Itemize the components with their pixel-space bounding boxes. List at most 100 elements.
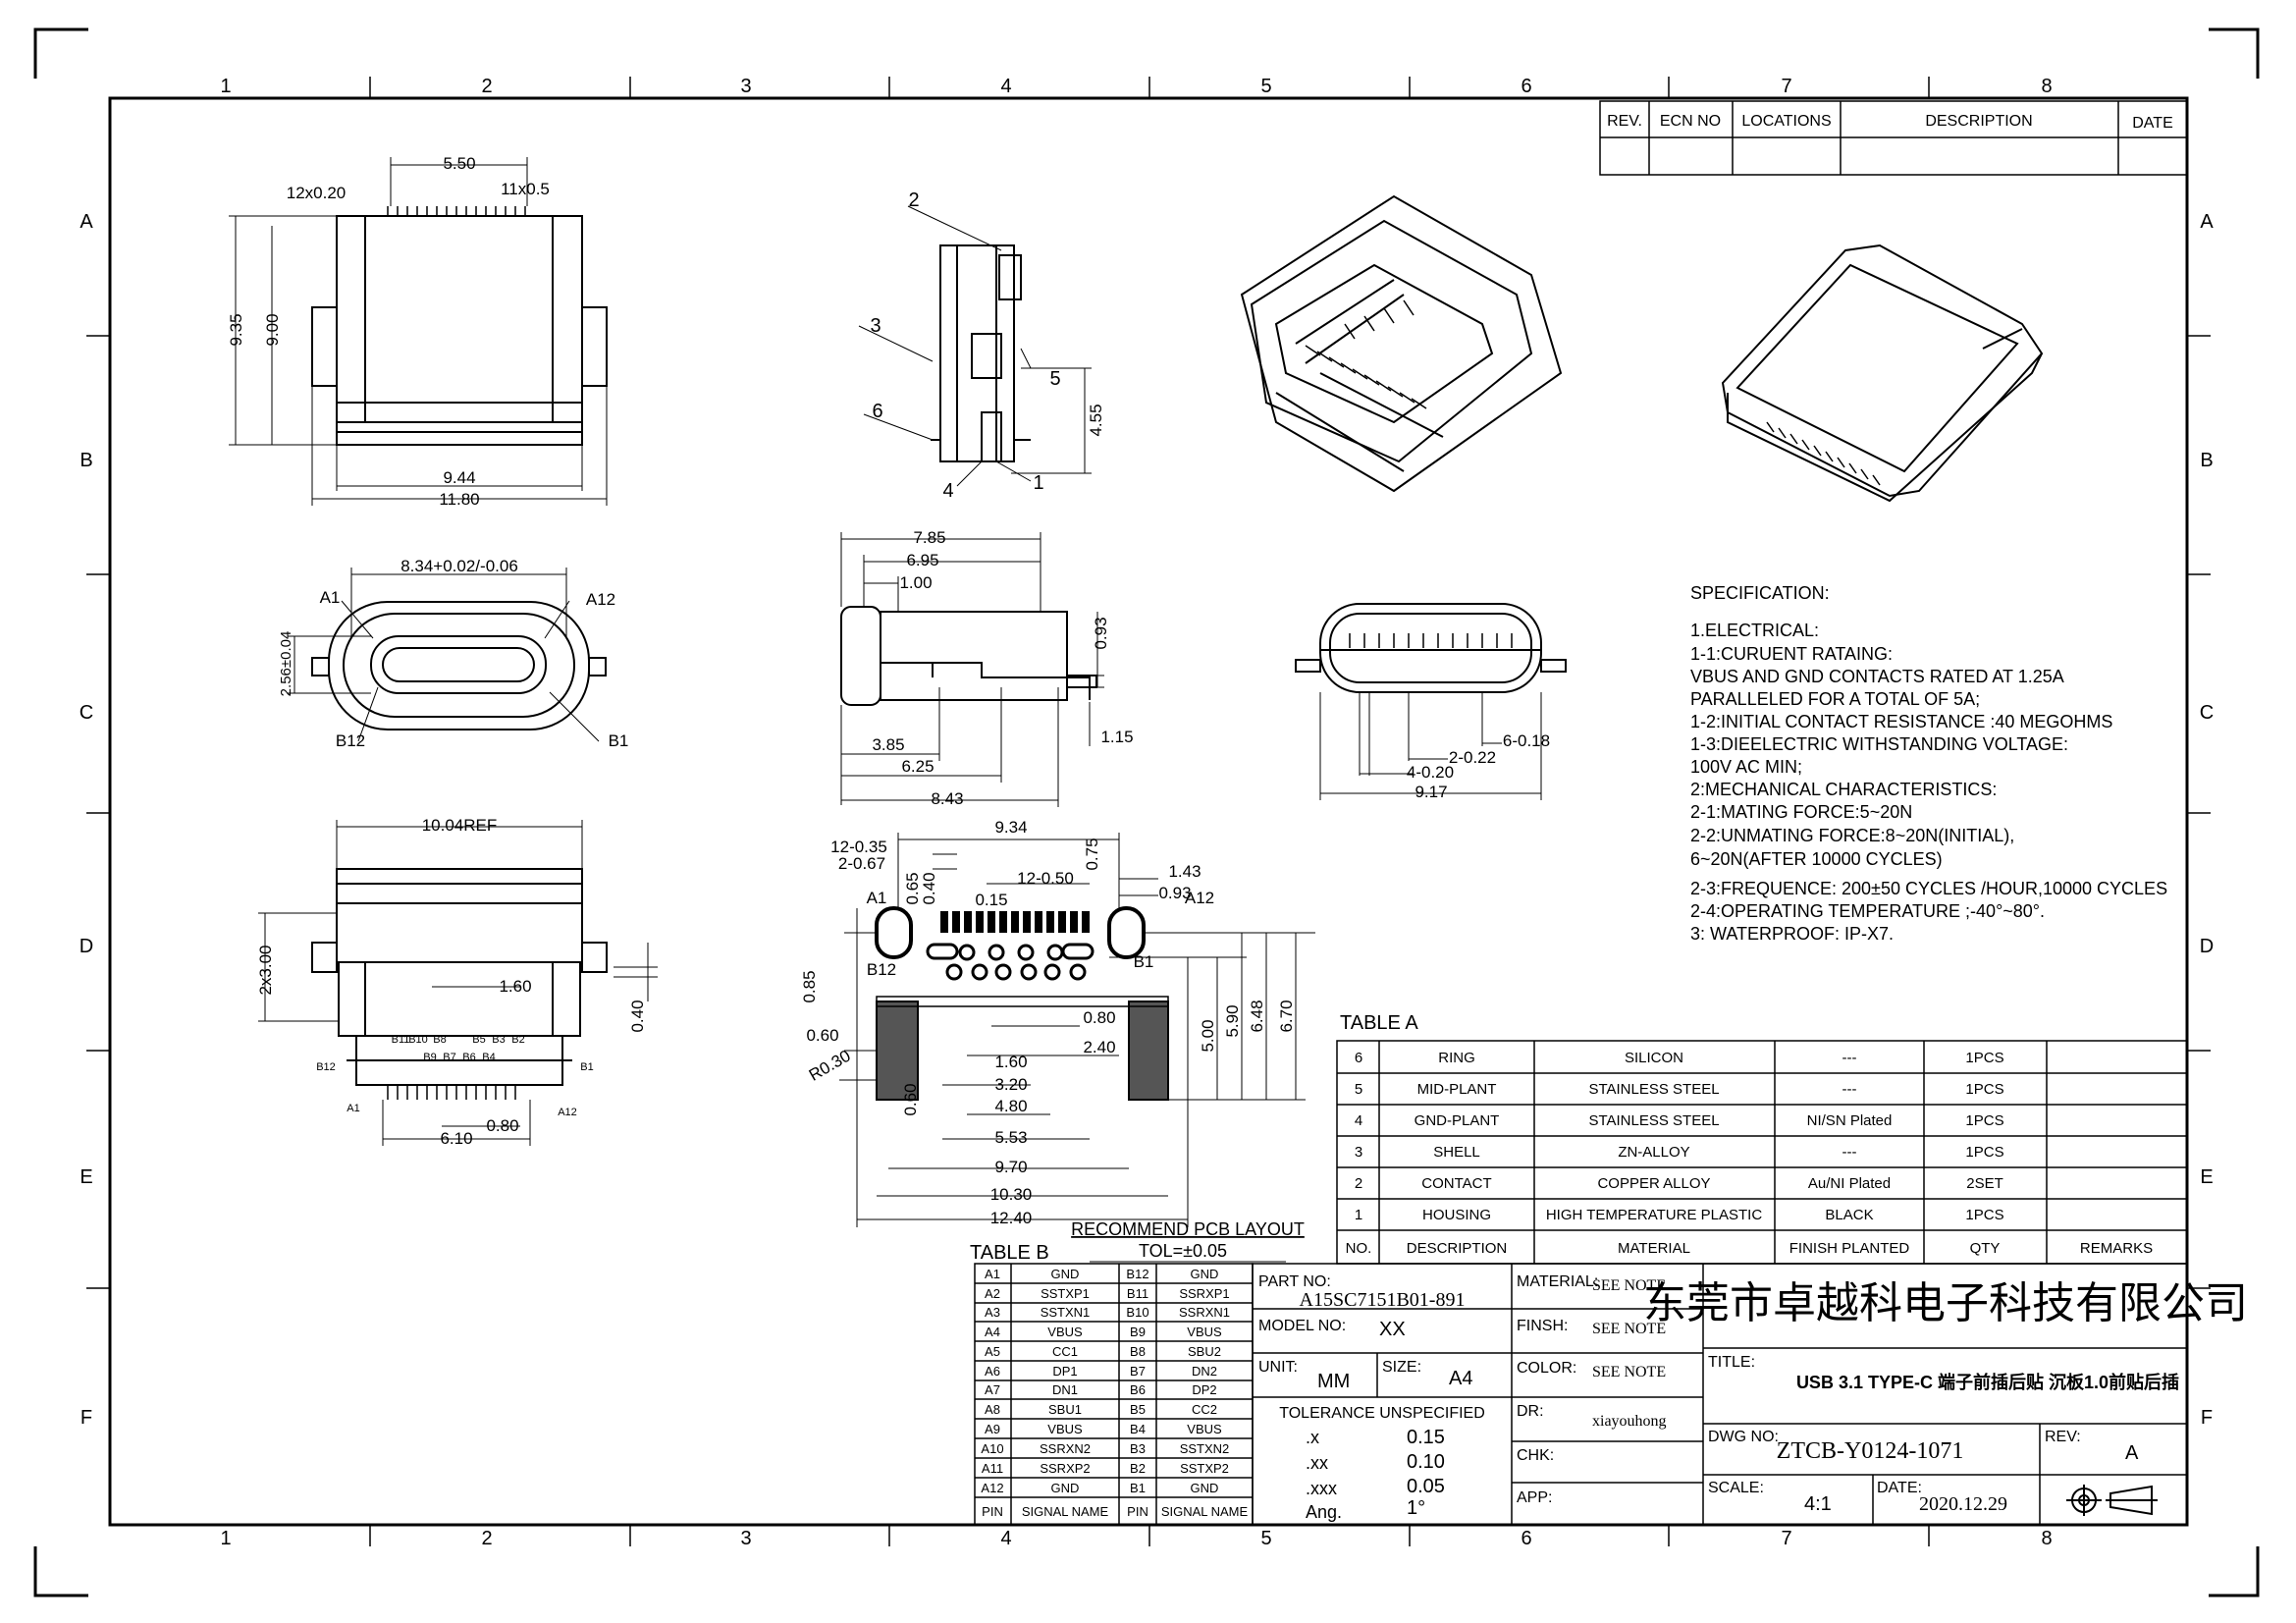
dim-label: 0.60 (901, 1083, 920, 1115)
side-view (858, 205, 1092, 487)
drawing-title: USB 3.1 TYPE-C 端子前插后贴 沉板1.0前贴后插 (1796, 1372, 2179, 1392)
table-b-cell: SSRXP1 (1179, 1286, 1229, 1301)
pcb-layout-dims: 9.34 12-0.35 2-0.67 0.65 0.40 0.15 12-0.… (800, 818, 1305, 1261)
dim-label: 5.50 (443, 154, 475, 173)
callout-4: 4 (942, 480, 953, 502)
col-label: 1 (220, 1528, 231, 1549)
row-label: B (2200, 450, 2213, 471)
col-label: 6 (1521, 76, 1531, 97)
pin-label: A12 (586, 590, 615, 609)
table-b-cell: GND (1051, 1267, 1080, 1281)
part-no-label: PART NO: (1258, 1273, 1331, 1290)
dim-label: 2-0.67 (838, 854, 885, 873)
col-label: 7 (1781, 76, 1791, 97)
dim-label: 0.75 (1083, 838, 1101, 870)
col-label: 3 (740, 1528, 751, 1549)
table-a-cell: 1PCS (1965, 1112, 2003, 1129)
table-a-cell: --- (1842, 1081, 1857, 1098)
spec-line: 2-1:MATING FORCE:5~20N (1690, 802, 1912, 822)
dim-label: 5.00 (1199, 1019, 1217, 1052)
col-label: 7 (1781, 1528, 1791, 1549)
ecn-header: ECN NO (1660, 113, 1721, 130)
table-b-cell: A1 (985, 1267, 1000, 1281)
end-view (1295, 603, 1567, 800)
table-a-cell: 1PCS (1965, 1050, 2003, 1066)
pin-label: A1 (867, 889, 887, 907)
row-label: A (80, 211, 93, 233)
table-b-header: PIN (1127, 1504, 1148, 1519)
dim-label: 11.80 (439, 490, 479, 509)
table-b-cell: B9 (1130, 1325, 1146, 1339)
table-b-cell: SBU2 (1188, 1344, 1221, 1359)
dim-label: 6.70 (1277, 1000, 1296, 1032)
dim-label: 6.48 (1248, 1000, 1266, 1032)
bottom-view-pins: B11 B10 B8 B5 B3 B2 B9 B7 B6 B4 B12 B1 A… (316, 1034, 594, 1118)
spec-line: 2:MECHANICAL CHARACTERISTICS: (1690, 780, 1997, 799)
locations-header: LOCATIONS (1741, 113, 1831, 130)
pin-label: B2 (511, 1034, 524, 1046)
title-block-grid (1252, 1263, 2188, 1526)
profile-view (840, 532, 1104, 807)
table-b-cell: VBUS (1187, 1422, 1222, 1436)
spec-line: 1-2:INITIAL CONTACT RESISTANCE :40 MEGOH… (1690, 712, 2112, 731)
row-label: C (2200, 702, 2214, 724)
dim-label: 1.00 (899, 573, 932, 592)
dim-label: 10.30 (990, 1185, 1033, 1204)
grid-row-labels: A B C D E F A B C D E F (80, 211, 2215, 1429)
pin-label: B1 (609, 731, 629, 750)
pin-label: B12 (867, 960, 896, 979)
table-a-cell: ZN-ALLOY (1618, 1144, 1689, 1161)
col-label: 8 (2041, 76, 2052, 97)
table-b-cell: VBUS (1047, 1422, 1083, 1436)
mating-face-view (288, 568, 607, 742)
row-label: B (80, 450, 92, 471)
revision-table-headers: REV. ECN NO LOCATIONS DESCRIPTION DATE (1607, 113, 2173, 132)
dim-label: 12-0.35 (830, 838, 887, 856)
table-b-cell: DP2 (1192, 1382, 1216, 1397)
corner-marks (33, 27, 2260, 1597)
table-b-cell: A11 (982, 1461, 1003, 1476)
tol-val: 0.10 (1407, 1451, 1445, 1473)
dim-label: 4.80 (994, 1097, 1027, 1115)
spec-line: 2-3:FREQUENCE: 200±50 CYCLES /HOUR,10000… (1690, 879, 2167, 898)
app-label: APP: (1517, 1489, 1552, 1506)
pin-label: B9 (423, 1052, 436, 1063)
dim-label: 10.04REF (422, 816, 498, 835)
col-label: 1 (220, 76, 231, 97)
dim-label: 4.55 (1087, 404, 1105, 436)
table-b-cell: DN2 (1192, 1364, 1217, 1379)
revision-table (1599, 100, 2188, 176)
grid-col-labels: 1 2 3 4 5 6 7 8 1 2 3 4 5 6 7 8 (220, 76, 2052, 1549)
table-b-cell: A9 (985, 1422, 1000, 1436)
dim-label: 0.85 (800, 970, 819, 1002)
description-header: DESCRIPTION (1925, 113, 2032, 130)
table-b-cell: B7 (1130, 1364, 1146, 1379)
table-a-cell: 1 (1355, 1207, 1362, 1223)
date-header: DATE (2132, 115, 2172, 132)
dim-label: 9.44 (443, 468, 475, 487)
table-b-cell: B3 (1130, 1441, 1146, 1456)
table-b-cell: CC2 (1192, 1402, 1217, 1417)
bottom-view-dims: 10.04REF 2x3.00 1.60 0.40 0.80 6.10 (256, 816, 647, 1148)
table-a-cell: 1PCS (1965, 1081, 2003, 1098)
spec-line: 3: WATERPROOF: IP-X7. (1690, 924, 1894, 944)
specification-block: SPECIFICATION: 1.ELECTRICAL: 1-1:CURUENT… (1690, 583, 2167, 944)
pin-label: B4 (482, 1052, 495, 1063)
table-b-cell: SSTXN1 (1041, 1305, 1091, 1320)
table-a-cell: NI/SN Plated (1807, 1112, 1893, 1129)
table-b-cell: A3 (985, 1305, 1000, 1320)
chk-label: CHK: (1517, 1447, 1554, 1464)
table-a-cell: 2SET (1966, 1175, 2003, 1192)
table-b-cell: B4 (1130, 1422, 1146, 1436)
table-b-cell: A5 (985, 1344, 1000, 1359)
iso-view-front (1240, 194, 1563, 493)
model-no-value: XX (1379, 1319, 1406, 1340)
dim-label: 2-0.22 (1449, 748, 1496, 767)
dim-label: 12.40 (990, 1209, 1033, 1227)
dim-label: 0.40 (628, 1000, 647, 1032)
col-label: 2 (481, 1528, 492, 1549)
table-a-cell: 4 (1355, 1112, 1362, 1129)
dim-label: 6.10 (440, 1129, 472, 1148)
grid-ticks (86, 77, 2211, 1546)
part-no-value: A15SC7151B01-891 (1300, 1289, 1466, 1311)
